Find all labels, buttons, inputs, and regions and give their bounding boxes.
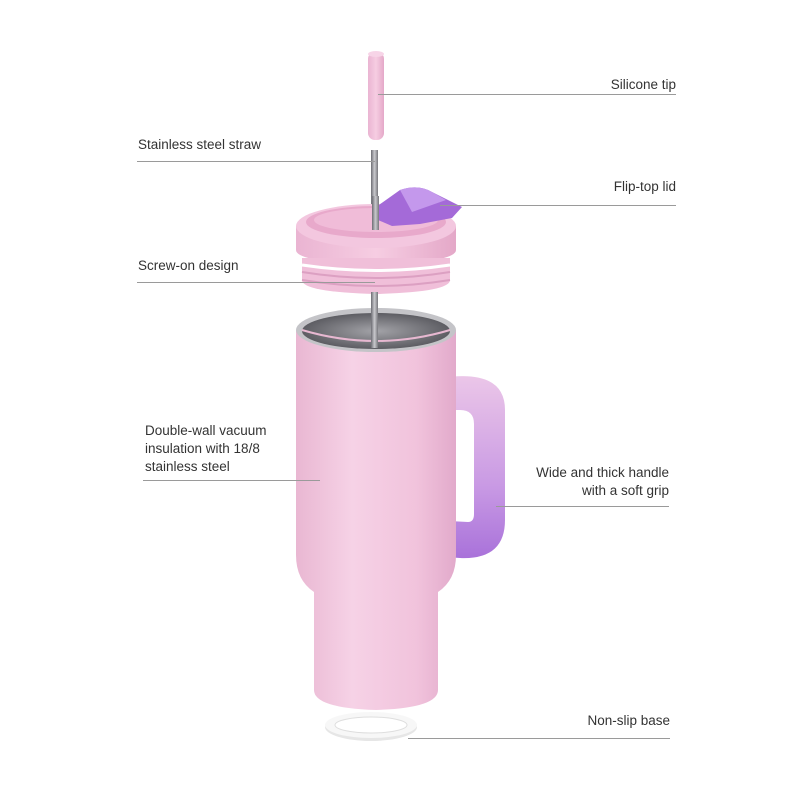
silicone-tip — [368, 51, 384, 140]
handle — [430, 376, 505, 559]
leader-stainless-steel-straw — [137, 161, 375, 162]
leader-non-slip-base — [408, 738, 670, 739]
leader-silicone-tip — [378, 94, 676, 95]
non-slip-base-ring — [325, 712, 417, 741]
screw-threads — [301, 258, 451, 294]
label-flip-top-lid: Flip-top lid — [613, 179, 676, 194]
tumbler-body — [296, 300, 456, 710]
leader-double-wall — [143, 480, 320, 481]
label-stainless-steel-straw: Stainless steel straw — [138, 137, 262, 152]
label-screw-on-design: Screw-on design — [138, 258, 239, 273]
label-handle: Wide and thick handle with a soft grip — [536, 465, 669, 498]
leader-screw-on-design — [137, 282, 375, 283]
leader-handle — [496, 506, 669, 507]
label-non-slip-base: Non-slip base — [587, 713, 670, 728]
steel-straw-upper — [371, 150, 378, 230]
leader-flip-top-lid — [440, 205, 676, 206]
flip-top-lid — [296, 187, 462, 265]
label-silicone-tip: Silicone tip — [610, 77, 676, 92]
label-double-wall: Double-wall vacuum insulation with 18/8 … — [145, 423, 267, 474]
